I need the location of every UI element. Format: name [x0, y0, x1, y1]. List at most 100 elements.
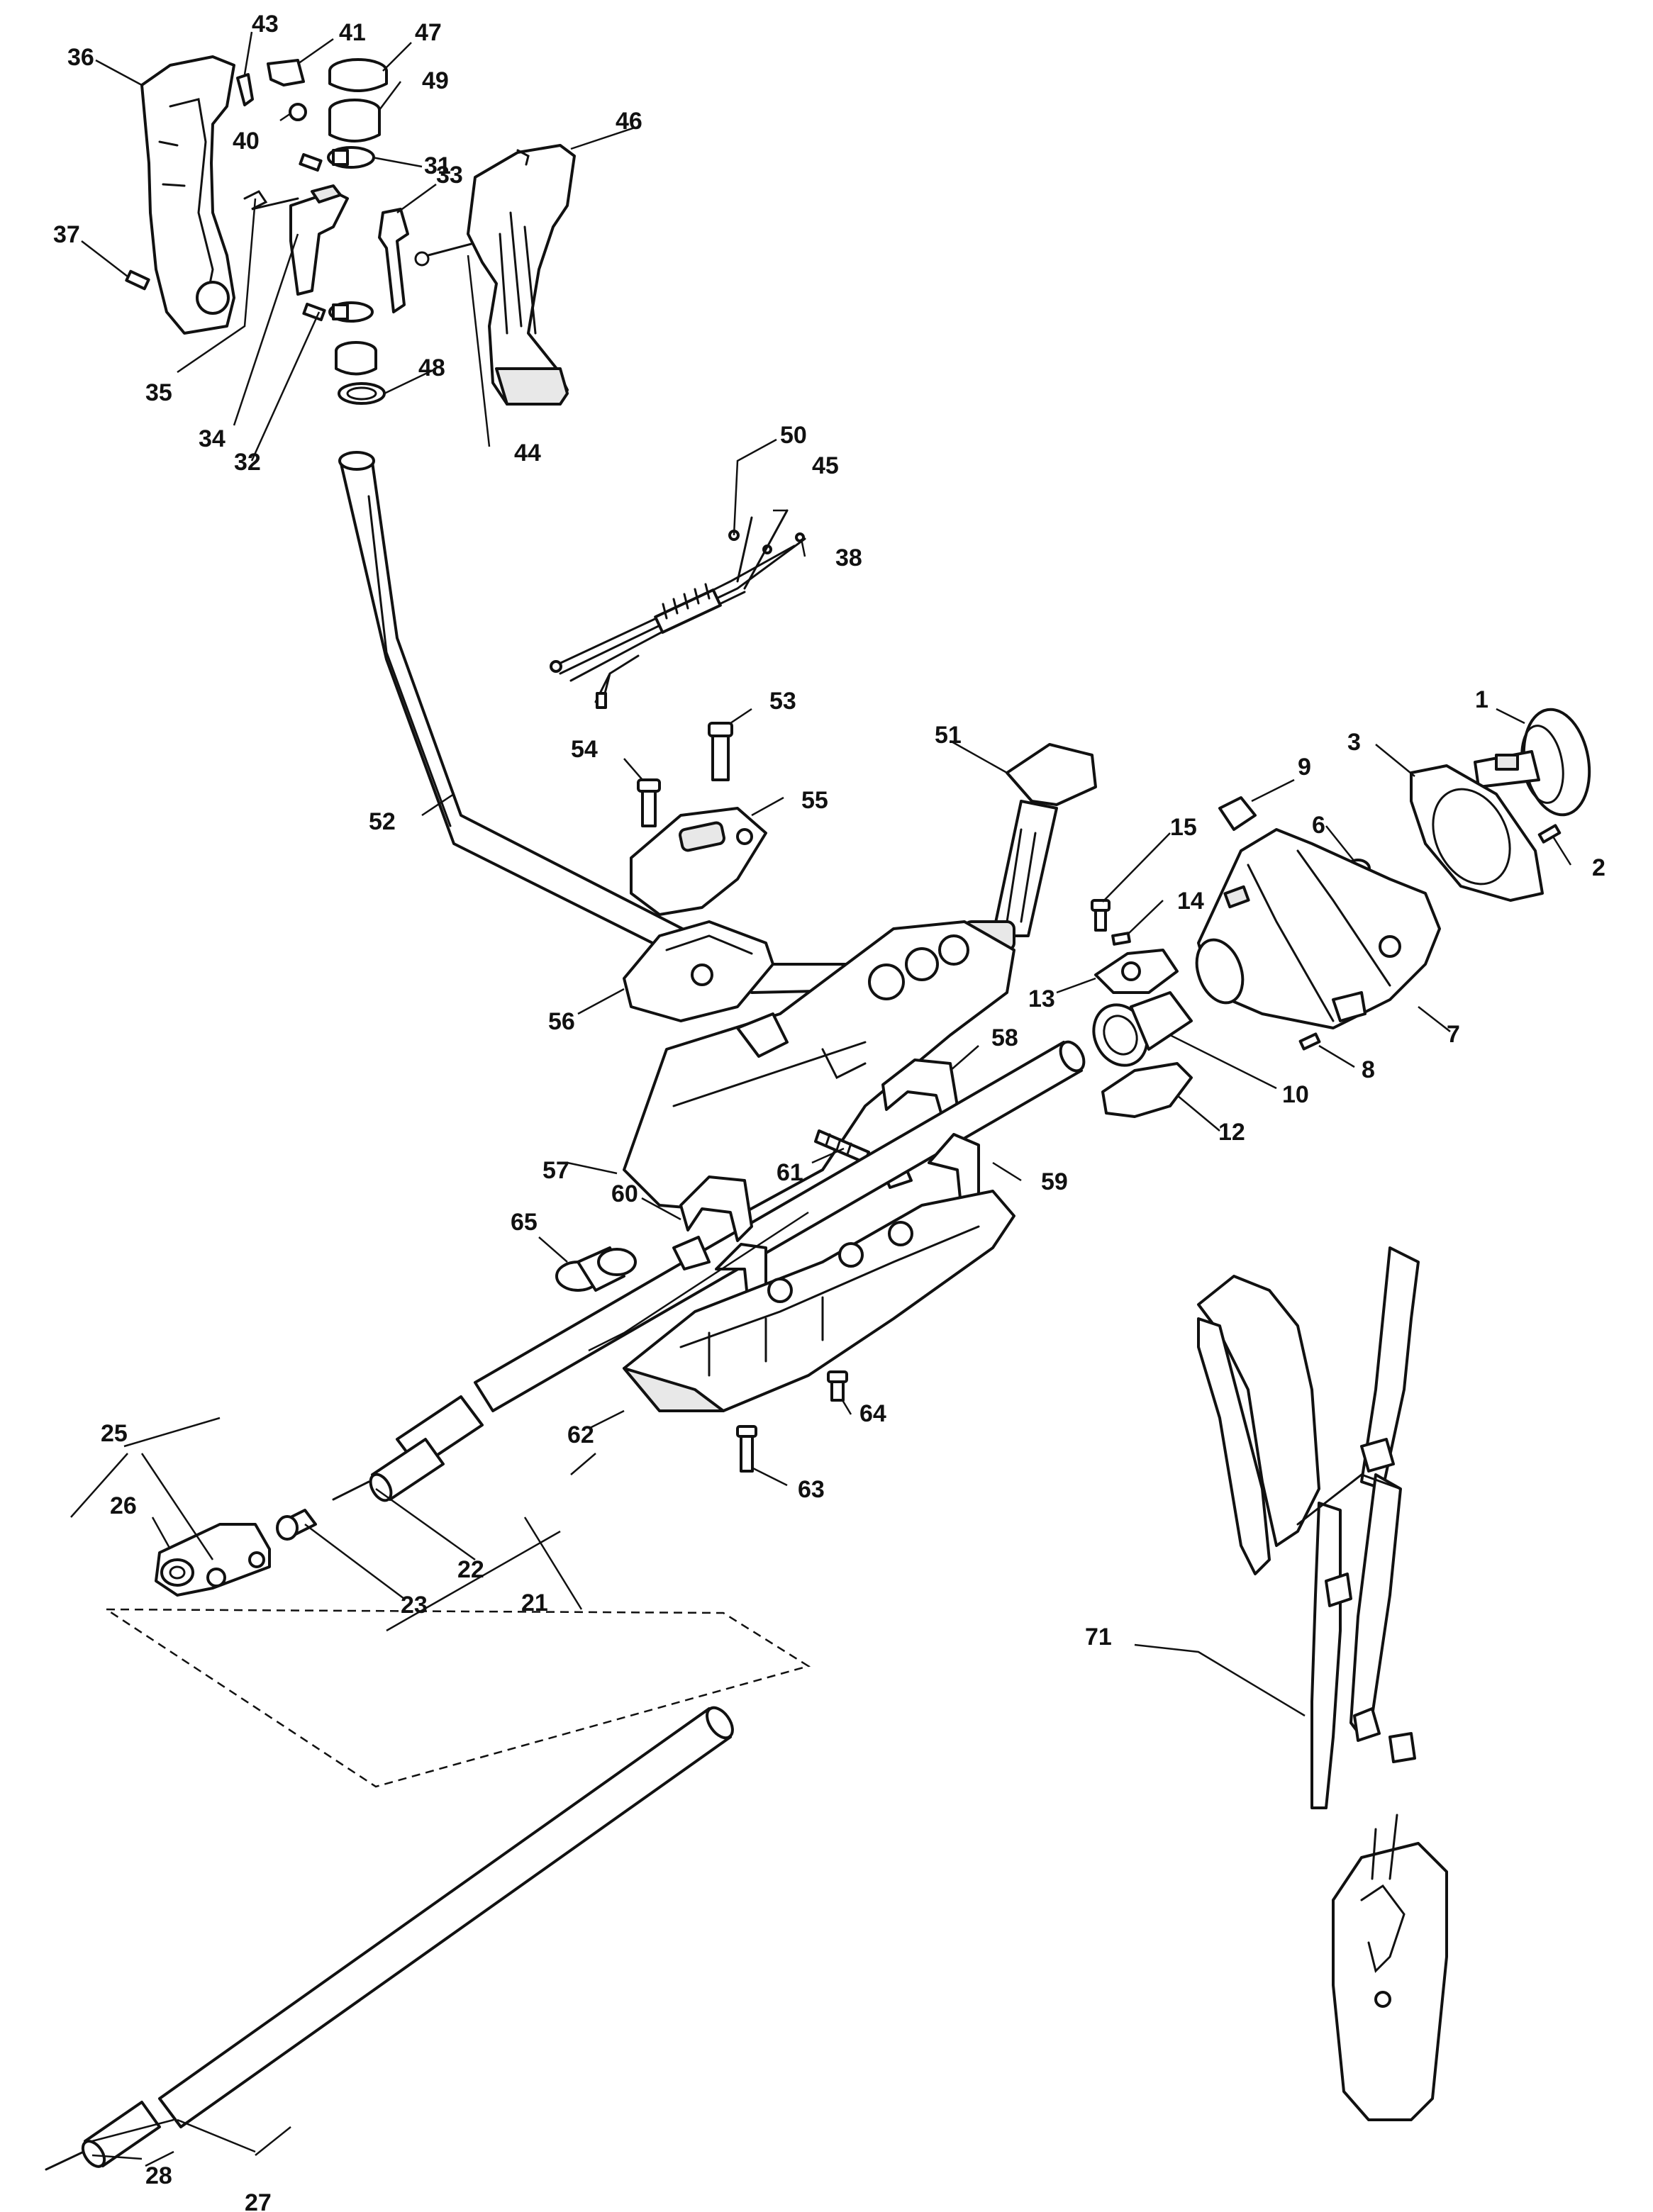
label-part-59: 59	[1041, 1168, 1068, 1195]
label-part-64: 64	[859, 1400, 886, 1427]
leader-lines	[70, 31, 1572, 2167]
screw-upper	[299, 152, 323, 172]
label-part-33: 33	[436, 162, 463, 189]
clip-43	[236, 73, 254, 106]
label-part-27: 27	[245, 2189, 272, 2212]
part-labels: 1 2 3 6 7 8 9 10 12 13 14 15 21 22 23 25…	[53, 11, 1605, 2212]
screw-15	[1091, 899, 1111, 932]
harness-71	[1197, 1246, 1448, 2121]
label-part-38: 38	[835, 544, 862, 571]
screw-54	[637, 778, 661, 827]
label-part-25: 25	[101, 1420, 128, 1447]
ring-48	[338, 382, 386, 405]
clamp-13	[1094, 949, 1179, 994]
shaft-coupler-28	[45, 2101, 161, 2171]
label-part-40: 40	[233, 128, 260, 155]
label-part-46: 46	[616, 108, 642, 135]
handle-base-56	[623, 920, 774, 1022]
cap-47	[328, 58, 388, 92]
sleeve-49	[328, 99, 381, 143]
label-part-56: 56	[548, 1008, 575, 1035]
label-part-8: 8	[1362, 1056, 1375, 1083]
clamp-31	[327, 146, 375, 169]
label-part-14: 14	[1177, 888, 1204, 915]
gear-housing-7	[1195, 828, 1441, 1029]
lever-33	[378, 208, 409, 313]
spring-35	[243, 190, 299, 211]
clamp-12	[1101, 1062, 1193, 1118]
label-part-13: 13	[1028, 985, 1055, 1012]
label-part-21: 21	[521, 1590, 548, 1616]
throttle-lever-34	[289, 184, 349, 296]
label-part-61: 61	[777, 1159, 803, 1186]
screw-32	[302, 302, 326, 322]
label-part-44: 44	[514, 440, 541, 467]
label-part-47: 47	[415, 19, 442, 46]
label-part-45: 45	[812, 452, 839, 479]
label-part-57: 57	[542, 1157, 569, 1184]
plate-3	[1410, 764, 1544, 902]
handle-half-left	[140, 55, 235, 335]
label-part-2: 2	[1592, 854, 1605, 881]
label-part-10: 10	[1282, 1081, 1309, 1108]
wedge-9	[1218, 796, 1257, 831]
label-part-9: 9	[1298, 754, 1311, 781]
screw-2	[1537, 824, 1562, 844]
label-part-7: 7	[1447, 1021, 1460, 1048]
long-shaft	[158, 1706, 734, 2128]
label-part-63: 63	[798, 1476, 825, 1503]
collar-10	[1092, 991, 1193, 1067]
label-part-55: 55	[801, 787, 828, 814]
label-part-26: 26	[110, 1492, 137, 1519]
label-part-32: 32	[234, 449, 261, 476]
bolt-23	[276, 1509, 317, 1541]
label-part-71: 71	[1085, 1624, 1112, 1650]
label-part-34: 34	[199, 425, 226, 452]
screw-37	[125, 269, 150, 291]
drive-tube	[474, 1040, 1086, 1412]
bushing-65	[555, 1246, 637, 1292]
housing-62	[623, 1190, 1015, 1412]
handle-half-right-46	[467, 144, 576, 406]
label-part-54: 54	[571, 736, 598, 763]
screw-63	[736, 1425, 757, 1473]
bell-1	[1474, 708, 1591, 817]
bracket-60	[672, 1175, 753, 1270]
label-part-1: 1	[1475, 686, 1488, 713]
handle-cover-55	[630, 807, 767, 916]
label-part-22: 22	[457, 1556, 484, 1583]
label-part-35: 35	[145, 379, 172, 406]
label-part-43: 43	[252, 11, 279, 38]
grip-51	[963, 743, 1097, 951]
label-part-52: 52	[369, 808, 396, 835]
cable-harness	[550, 509, 806, 709]
screw-8	[1298, 1032, 1321, 1051]
label-part-48: 48	[418, 354, 445, 381]
label-part-62: 62	[567, 1421, 594, 1448]
label-part-15: 15	[1170, 814, 1197, 841]
handlebar-52	[338, 451, 916, 994]
label-part-6: 6	[1312, 812, 1325, 839]
dashed-assembly-box	[103, 1608, 811, 1788]
screw-64	[827, 1370, 848, 1402]
coupler-22	[332, 1438, 445, 1502]
ring-lower	[335, 341, 377, 376]
clamp-lower	[328, 301, 374, 323]
label-part-28: 28	[145, 2162, 172, 2189]
screw-14	[1111, 932, 1131, 946]
label-part-12: 12	[1218, 1119, 1245, 1146]
label-part-51: 51	[935, 722, 962, 749]
label-part-3: 3	[1347, 729, 1361, 756]
label-part-23: 23	[401, 1592, 428, 1619]
screw-53	[708, 722, 733, 781]
label-part-49: 49	[422, 67, 449, 94]
label-part-36: 36	[67, 44, 94, 71]
label-part-31: 31	[424, 152, 451, 179]
nut-40	[289, 103, 307, 121]
label-part-58: 58	[991, 1024, 1018, 1051]
label-part-53: 53	[769, 688, 796, 715]
label-part-37: 37	[53, 221, 80, 248]
label-part-41: 41	[339, 19, 366, 46]
label-part-65: 65	[511, 1209, 538, 1236]
